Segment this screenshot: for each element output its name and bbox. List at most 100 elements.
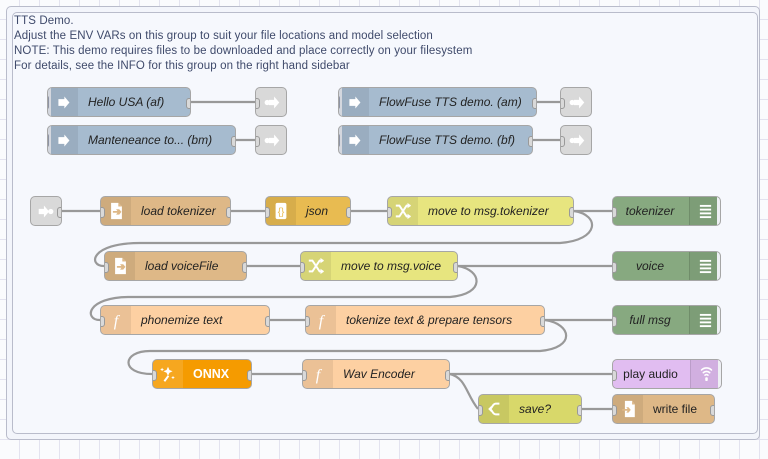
output-port[interactable] (540, 316, 544, 327)
output-port[interactable] (577, 405, 581, 416)
debug-bars-icon (689, 306, 720, 334)
node-label: load voiceFile (145, 259, 219, 273)
function-f-icon: f (303, 360, 333, 388)
node-write-file[interactable]: write file (612, 394, 715, 424)
node-label: json (306, 204, 329, 218)
input-port[interactable] (101, 316, 105, 327)
audio-toggle-button[interactable] (718, 360, 721, 388)
node-label: tokenizer (625, 204, 675, 218)
input-port[interactable] (256, 98, 260, 109)
node-label: load tokenizer (141, 204, 216, 218)
svg-text:f: f (114, 313, 121, 330)
output-port[interactable] (445, 370, 449, 381)
input-port[interactable] (105, 262, 109, 273)
input-port[interactable] (613, 262, 617, 273)
output-port[interactable] (231, 136, 235, 147)
node-phonemize-text[interactable]: f phonemize text (100, 305, 270, 335)
node-label: move to msg.voice (341, 259, 442, 273)
inject-button[interactable] (48, 126, 51, 154)
node-label: play audio (623, 367, 678, 381)
node-label: FlowFuse TTS demo. (bf) (379, 133, 516, 147)
node-tokenize-prepare-tensors[interactable]: f tokenize text & prepare tensors (305, 305, 545, 335)
node-save-switch[interactable]: save? (478, 394, 582, 424)
output-port[interactable] (265, 316, 269, 327)
output-port[interactable] (57, 207, 61, 218)
input-port[interactable] (479, 405, 483, 416)
inject-arrow-icon (48, 126, 78, 154)
node-link-out-1[interactable] (255, 87, 287, 117)
function-f-icon: f (306, 306, 336, 334)
node-label: FlowFuse TTS demo. (am) (379, 95, 522, 109)
node-link-out-3[interactable] (560, 87, 592, 117)
input-port[interactable] (256, 136, 260, 147)
change-shuffle-icon (301, 252, 331, 280)
node-label: Wav Encoder (343, 367, 415, 381)
inject-button[interactable] (339, 88, 342, 116)
input-port[interactable] (301, 262, 305, 273)
svg-text:f: f (319, 313, 326, 330)
debug-toggle-button[interactable] (717, 306, 720, 334)
output-port[interactable] (346, 207, 350, 218)
output-port[interactable] (453, 262, 457, 273)
input-port[interactable] (613, 370, 617, 381)
node-inject-maintenance[interactable]: Manteneance to... (bm) (47, 125, 236, 155)
output-port[interactable] (242, 262, 246, 273)
node-inject-flowfuse-bf[interactable]: FlowFuse TTS demo. (bf) (338, 125, 533, 155)
debug-toggle-button[interactable] (717, 197, 720, 225)
node-load-tokenizer[interactable]: load tokenizer (100, 196, 231, 226)
input-port[interactable] (561, 98, 565, 109)
node-label: ONNX (193, 367, 230, 381)
node-inject-flowfuse-am[interactable]: FlowFuse TTS demo. (am) (338, 87, 537, 117)
node-load-voicefile[interactable]: load voiceFile (104, 251, 247, 281)
node-label: write file (653, 402, 698, 416)
input-port[interactable] (266, 207, 270, 218)
switch-branch-icon (479, 395, 509, 423)
link-out-icon (256, 88, 286, 116)
node-move-to-msg-voice[interactable]: move to msg.voice (300, 251, 458, 281)
file-out-icon (613, 395, 643, 423)
node-label: move to msg.tokenizer (428, 204, 549, 218)
node-link-out-4[interactable] (560, 125, 592, 155)
debug-toggle-button[interactable] (717, 252, 720, 280)
file-in-icon (101, 197, 131, 225)
node-debug-full-msg[interactable]: full msg (612, 305, 721, 335)
node-play-audio[interactable]: play audio (612, 359, 722, 389)
output-port[interactable] (226, 207, 230, 218)
input-port[interactable] (613, 207, 617, 218)
node-label: full msg (629, 313, 671, 327)
node-move-to-msg-tokenizer[interactable]: move to msg.tokenizer (387, 196, 574, 226)
node-label: tokenize text & prepare tensors (346, 313, 513, 327)
input-port[interactable] (613, 316, 617, 327)
inject-button[interactable] (339, 126, 342, 154)
node-debug-tokenizer[interactable]: tokenizer (612, 196, 721, 226)
output-port[interactable] (186, 98, 190, 109)
output-port[interactable] (532, 98, 536, 109)
node-wav-encoder[interactable]: f Wav Encoder (302, 359, 450, 389)
node-inject-hello-usa[interactable]: Hello USA (af) (47, 87, 191, 117)
input-port[interactable] (101, 207, 105, 218)
input-port[interactable] (306, 316, 310, 327)
node-json[interactable]: {} json (265, 196, 351, 226)
output-port[interactable] (528, 136, 532, 147)
output-port[interactable] (710, 405, 714, 416)
input-port[interactable] (388, 207, 392, 218)
input-port[interactable] (303, 370, 307, 381)
node-link-out-2[interactable] (255, 125, 287, 155)
change-shuffle-icon (388, 197, 418, 225)
input-port[interactable] (561, 136, 565, 147)
node-label: save? (519, 402, 552, 416)
inject-button[interactable] (48, 88, 51, 116)
node-label: voice (635, 259, 664, 273)
node-link-in-1[interactable] (30, 196, 62, 226)
output-port[interactable] (569, 207, 573, 218)
node-onnx[interactable]: ONNX (152, 359, 252, 389)
inject-arrow-icon (339, 126, 369, 154)
group-title-line-3: NOTE: This demo requires files to be dow… (14, 45, 473, 57)
input-port[interactable] (153, 370, 157, 381)
group-title-line-4: For details, see the INFO for this group… (14, 60, 350, 72)
inject-arrow-icon (48, 88, 78, 116)
output-port[interactable] (247, 370, 251, 381)
input-port[interactable] (613, 405, 617, 416)
node-debug-voice[interactable]: voice (612, 251, 721, 281)
